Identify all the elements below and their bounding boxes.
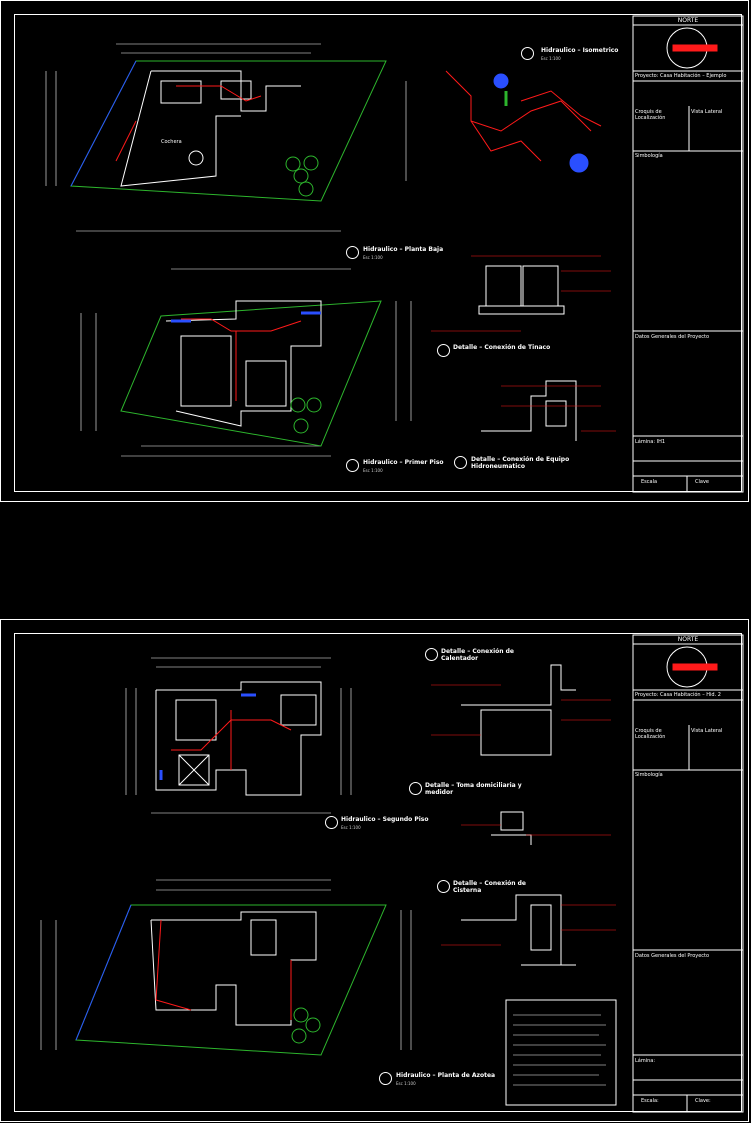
project-name: Proyecto: Casa Habitación – Hid. 2	[635, 692, 721, 698]
lamina-label: Lámina:	[635, 1058, 656, 1064]
clave-label: Clave:	[695, 1098, 711, 1104]
detail-bubble	[521, 47, 534, 60]
escala-label: Escala	[641, 479, 658, 485]
drawing-sheet-1: Hidraulico – Isometrico Esc 1:100 Hidrau…	[0, 0, 749, 502]
vista-label: Vista Lateral	[691, 728, 723, 734]
title-block-1	[632, 15, 744, 493]
detail-bubble	[346, 246, 359, 259]
planta-baja-plan	[70, 60, 387, 202]
segundo-piso-plan	[155, 681, 322, 796]
simbologia-label: Simbología	[635, 772, 663, 778]
toma-detail	[461, 811, 611, 845]
sheet-1-drawing	[45, 15, 744, 493]
detail-bubble	[409, 782, 422, 795]
project-name: Proyecto: Casa Habitación – Ejemplo	[635, 73, 727, 79]
title-conexion-cisterna: Detalle – Conexión de Cisterna	[453, 880, 526, 894]
notas-label: Datos Generales del Proyecto	[635, 953, 710, 959]
escala-label: Escala:	[641, 1098, 659, 1104]
title-conexion-tinaco: Detalle – Conexión de Tinaco	[453, 344, 551, 351]
detail-bubble	[454, 456, 467, 469]
azotea-plan	[75, 904, 387, 1056]
title-block-2	[632, 634, 744, 1113]
title-azotea: Hidraulico – Planta de Azotea	[396, 1072, 496, 1079]
title-conexion-calentador: Detalle – Conexión de Calentador	[441, 648, 514, 662]
lamina-label: Lámina: IH1	[635, 439, 666, 445]
equipo-detail	[481, 380, 616, 441]
cisterna-detail	[441, 894, 616, 966]
north-label: NORTE	[677, 17, 699, 24]
sheet-2-drawing	[40, 634, 744, 1113]
detail-bubble	[437, 344, 450, 357]
isometric-diagram	[445, 70, 602, 173]
detail-bubble	[379, 1072, 392, 1085]
croquis-label: Croquis de Localización	[635, 728, 666, 740]
scale-isometrico: Esc 1:100	[541, 56, 561, 61]
primer-piso-plan	[120, 300, 382, 447]
scale-segundo-piso: Esc 1:100	[341, 825, 361, 830]
title-primer-piso: Hidraulico – Primer Piso	[363, 459, 444, 466]
title-conexion-equipo: Detalle – Conexión de Equipo Hidroneumat…	[471, 456, 570, 470]
calentador-detail	[431, 664, 611, 756]
notes-box	[505, 999, 617, 1106]
title-segundo-piso: Hidraulico – Segundo Piso	[341, 816, 429, 823]
dimension-lines	[45, 43, 412, 457]
title-toma-domiciliaria: Detalle – Toma domiciliaria y medidor	[425, 782, 522, 796]
detail-bubble	[325, 816, 338, 829]
scale-primer-piso: Esc 1:100	[363, 468, 383, 473]
simbologia-label: Simbología	[635, 153, 663, 159]
tinaco-detail	[431, 255, 611, 332]
title-planta-baja: Hidraulico – Planta Baja	[363, 246, 444, 253]
clave-label: Clave	[695, 479, 709, 485]
scale-planta-baja: Esc 1:100	[363, 255, 383, 260]
sheet-2-border	[14, 633, 742, 1112]
north-label: NORTE	[677, 636, 699, 643]
detail-bubble	[346, 459, 359, 472]
vista-label: Vista Lateral	[691, 109, 723, 115]
drawing-sheet-2: Hidraulico – Segundo Piso Esc 1:100 Hidr…	[0, 619, 749, 1122]
title-isometrico: Hidraulico – Isometrico	[541, 47, 619, 54]
detail-bubble	[437, 880, 450, 893]
detail-bubble	[425, 648, 438, 661]
scale-azotea: Esc 1:100	[396, 1081, 416, 1086]
croquis-label: Croquis de Localización	[635, 109, 666, 121]
room-label-cochera: Cochera	[161, 139, 182, 145]
dimension-lines-2	[40, 657, 412, 1050]
notas-label: Datos Generales del Proyecto	[635, 334, 710, 340]
sheet-1-border	[14, 14, 742, 492]
